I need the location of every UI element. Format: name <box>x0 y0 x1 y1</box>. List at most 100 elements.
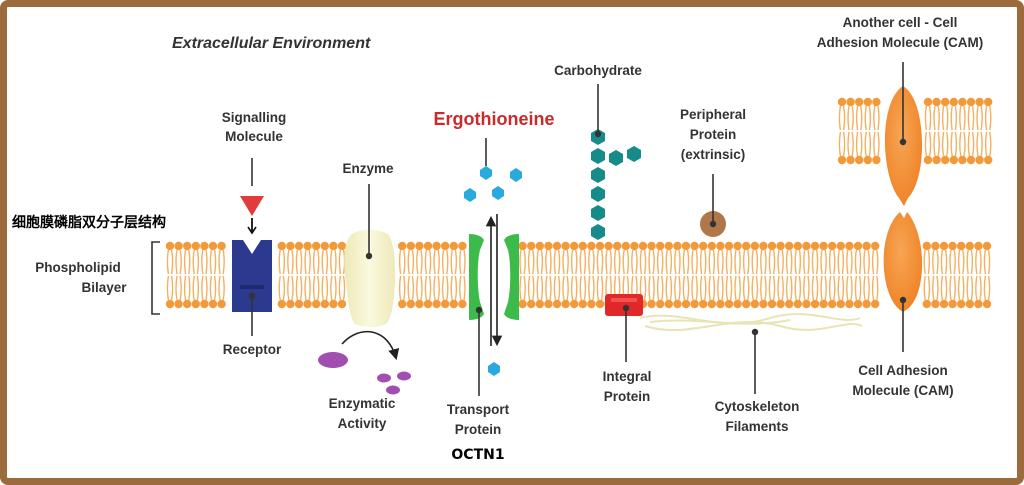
lipid-tail <box>398 275 402 301</box>
octn1-label: OCTN1 <box>451 447 504 463</box>
lipid-tail <box>850 275 853 301</box>
receptor-label: Receptor <box>223 342 282 357</box>
lipid-head <box>957 299 966 309</box>
lipid-tail <box>847 131 850 157</box>
lipid-tail <box>725 249 729 275</box>
lipid-tail <box>278 275 281 301</box>
lipid-head <box>217 299 226 309</box>
lipid-head <box>449 241 458 251</box>
lipid-tail <box>824 249 827 275</box>
lipid-head <box>846 155 855 165</box>
lipid-tail <box>970 249 974 275</box>
lipid-head <box>415 299 424 309</box>
lipid-tail <box>665 249 668 275</box>
lipid-head <box>552 299 562 309</box>
lipid-head <box>975 97 984 107</box>
lipid-tail <box>407 275 410 301</box>
lipid-tail <box>867 249 870 275</box>
lipid-tail <box>463 275 466 301</box>
lipid-head <box>630 241 639 251</box>
lipid-head <box>174 241 183 251</box>
lipid-tail <box>213 249 217 275</box>
carbohydrate-icon <box>591 129 641 240</box>
lipid-tail <box>592 275 595 301</box>
lipid-head <box>200 241 209 251</box>
lipid-tail <box>201 249 204 275</box>
lipid-head <box>398 241 407 251</box>
lipid-tail <box>927 275 931 301</box>
lipid-tail <box>321 275 324 301</box>
lipid-head <box>802 241 811 251</box>
lipid-tail <box>287 275 290 301</box>
transport-protein-label-2: Protein <box>455 422 502 437</box>
lipid-head <box>932 97 941 107</box>
lipid-tail <box>824 275 827 301</box>
lipid-tail <box>656 249 660 275</box>
lipid-tail <box>553 275 557 301</box>
lipid-tail <box>876 249 879 275</box>
lipid-head <box>863 97 872 107</box>
lipid-tail <box>416 249 419 275</box>
lipid-tail <box>631 249 634 275</box>
phospholipid-bilayer-label: Phospholipid <box>35 260 121 275</box>
transport-protein-label: Transport <box>447 402 510 417</box>
lipid-head <box>191 299 200 309</box>
lipid-tail <box>928 131 932 157</box>
lipid-head <box>776 241 785 251</box>
lipid-tail <box>760 275 763 301</box>
lipid-tail <box>876 275 879 301</box>
lipid-tail <box>803 275 806 301</box>
lipid-tail <box>330 249 333 275</box>
lipid-tail <box>317 275 320 301</box>
lipid-tail <box>695 249 698 275</box>
lipid-head <box>518 241 527 251</box>
signalling-molecule-label-2: Molecule <box>225 129 283 144</box>
lipid-tail <box>583 249 587 275</box>
lipid-head <box>552 241 562 251</box>
lipid-tail <box>954 105 958 131</box>
signalling-molecule-label: Signalling <box>222 110 287 125</box>
lipid-tail <box>989 131 992 157</box>
lipid-head <box>303 241 312 251</box>
lipid-head <box>742 241 751 251</box>
lipid-head <box>931 299 940 309</box>
lipid-tail <box>403 249 406 275</box>
lipid-head <box>578 299 587 309</box>
lipid-head <box>948 241 957 251</box>
lipid-tail <box>877 131 880 157</box>
lipid-head <box>587 241 596 251</box>
lipid-head <box>312 299 321 309</box>
lipid-head <box>957 241 966 251</box>
lipid-head <box>183 299 192 309</box>
lipid-tail <box>850 249 853 275</box>
lipid-tail <box>605 249 608 275</box>
lipid-head <box>535 299 544 309</box>
lipid-head <box>432 299 441 309</box>
lipid-tail <box>983 249 987 275</box>
lipid-tail <box>600 275 604 301</box>
lipid-head <box>837 97 847 107</box>
lipid-tail <box>691 275 694 301</box>
lipid-tail <box>803 249 806 275</box>
lipid-head <box>958 155 967 165</box>
lipid-tail <box>287 249 290 275</box>
lipid-tail <box>188 249 191 275</box>
lipid-tail <box>949 275 952 301</box>
lipid-head <box>949 97 958 107</box>
lipid-tail <box>811 275 815 301</box>
lipid-tail <box>325 275 329 301</box>
lipid-tail <box>170 249 174 275</box>
lipid-head <box>793 241 802 251</box>
lipid-tail <box>957 249 961 275</box>
lipid-tail <box>764 249 767 275</box>
lipid-tail <box>532 275 535 301</box>
lipid-tail <box>957 275 961 301</box>
lipid-head <box>561 299 570 309</box>
lipid-tail <box>205 275 208 301</box>
lipid-head <box>217 241 226 251</box>
phospholipid-bilayer <box>165 241 992 309</box>
lipid-tail <box>772 249 776 275</box>
lipid-tail <box>858 275 862 301</box>
lipid-tail <box>665 275 668 301</box>
lipid-tail <box>864 131 867 157</box>
